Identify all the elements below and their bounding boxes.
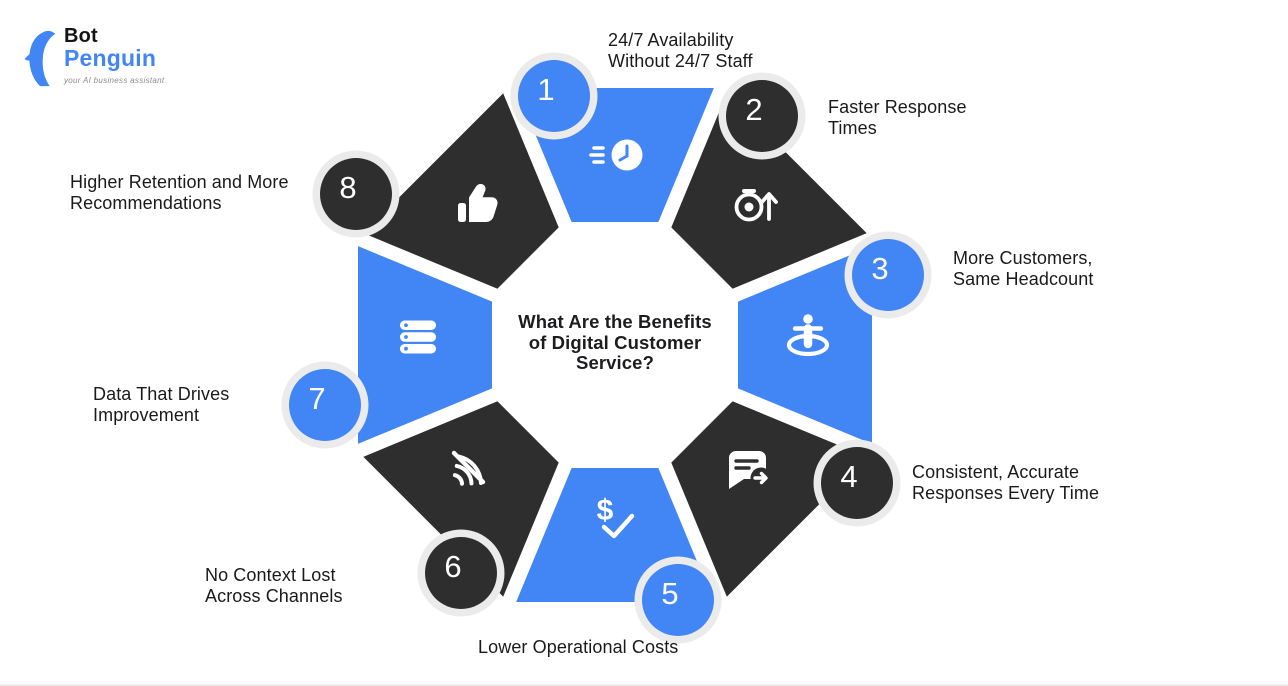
segment-4-number: 4: [840, 459, 857, 494]
segment-3-label: More Customers, Same Headcount: [953, 248, 1094, 289]
segment-2-number: 2: [745, 92, 762, 127]
segment-4-label: Consistent, Accurate Responses Every Tim…: [912, 462, 1100, 503]
badge-circle: [852, 239, 924, 311]
segment-8-label: Higher Retention and More Recommendation…: [70, 172, 289, 213]
segment-8-badge: 8: [312, 150, 400, 238]
segment-6-label: No Context Lost Across Channels: [205, 565, 343, 606]
segment-5-label: Lower Operational Costs: [478, 637, 679, 657]
bottom-divider: [0, 684, 1288, 686]
segment-3-number: 3: [871, 251, 888, 286]
segment-1-number: 1: [537, 72, 554, 107]
segment-8-shape: [358, 88, 565, 295]
clock-fast-icon: [589, 139, 643, 171]
penguin-icon: [24, 30, 56, 87]
segment-6-shape: [358, 395, 565, 602]
badge-circle: [726, 80, 798, 152]
svg-text:$: $: [597, 494, 614, 527]
segment-divider: [641, 35, 749, 270]
segment-2-badge: 2: [718, 72, 806, 160]
badge-circle: [425, 537, 497, 609]
database-stack-icon: [400, 320, 436, 354]
segment-1-label: 24/7 Availability Without 24/7 Staff: [608, 30, 753, 71]
dollar-check-icon: $: [597, 494, 635, 539]
segment-divider: [641, 420, 749, 655]
segment-5-number: 5: [661, 576, 678, 611]
badge-circle: [821, 447, 893, 519]
segment-divider: [305, 371, 540, 479]
segment-2-shape: [665, 88, 872, 295]
segment-2-label: Faster Response Times: [828, 97, 967, 138]
logo-text-penguin: Penguin: [64, 45, 157, 71]
segment-divider: [481, 420, 589, 655]
logo-tagline: your AI business assistant: [64, 76, 165, 85]
segment-5-badge: 5: [634, 556, 722, 644]
signal-off-icon: [451, 450, 486, 486]
badge-circle: [320, 158, 392, 230]
person-ring-icon: [786, 314, 830, 357]
segment-1-badge: 1: [510, 52, 598, 140]
segment-8-number: 8: [339, 170, 356, 205]
center-title: What Are the Benefits of Digital Custome…: [518, 311, 712, 373]
segment-3-badge: 3: [844, 231, 932, 319]
segment-7-number: 7: [308, 381, 325, 416]
segment-6-badge: 6: [417, 529, 505, 617]
badge-circle: [642, 564, 714, 636]
thumbs-up-icon: [458, 183, 498, 222]
badge-circle: [518, 60, 590, 132]
segment-7-badge: 7: [281, 361, 369, 449]
logo-text-bot: Bot: [64, 25, 98, 47]
segment-4-badge: 4: [813, 439, 901, 527]
segment-6-number: 6: [444, 549, 461, 584]
badge-circle: [289, 369, 361, 441]
botpenguin-logo: Bot Penguin your AI business assistant: [20, 26, 164, 90]
stopwatch-up-icon: [734, 189, 778, 222]
segment-7-label: Data That Drives Improvement: [93, 384, 230, 425]
message-forward-icon: [729, 451, 772, 489]
segment-4-shape: [665, 395, 872, 602]
segment-divider: [481, 35, 589, 270]
